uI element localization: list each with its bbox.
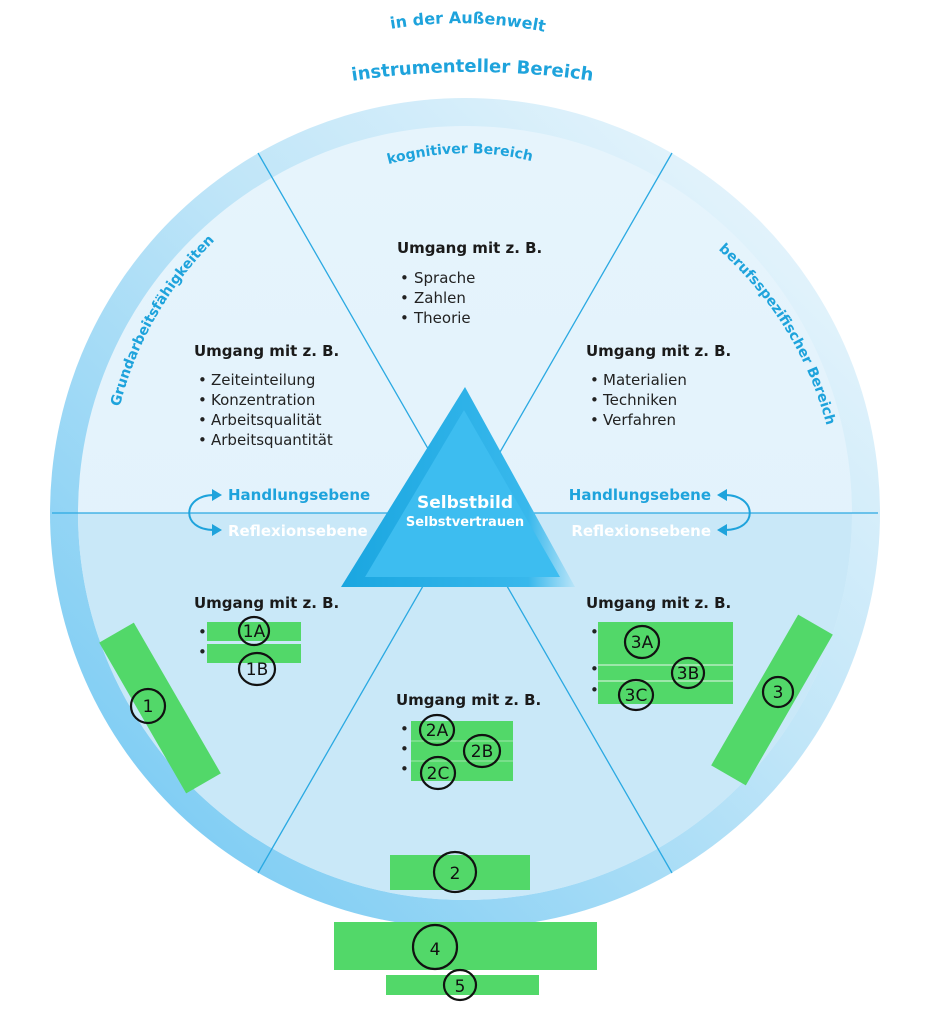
marker-3: 3: [773, 683, 784, 703]
list-bullet: •: [590, 681, 599, 699]
list-bullet: •: [400, 269, 409, 287]
segment-heading: Umgang mit z. B.: [396, 691, 541, 709]
self-image-title: Selbstbild: [417, 493, 513, 513]
list-bullet: •: [400, 760, 409, 778]
list-bullet: •: [198, 431, 207, 449]
list-bullet: •: [400, 289, 409, 307]
marker-circle: [129, 687, 167, 725]
action-level-label: Handlungsebene: [228, 486, 370, 504]
marker-3a: 3A: [631, 633, 654, 653]
list-bullet: •: [590, 371, 599, 389]
list-item: Arbeitsqualität: [211, 411, 322, 429]
redaction-box: [390, 855, 530, 890]
triangle-inner: [365, 410, 560, 577]
levels-right: Handlungsebene Reflexionsebene: [569, 486, 751, 540]
segment-upper-right: Umgang mit z. B. • Materialien • Technik…: [586, 342, 731, 429]
marker-2a: 2A: [426, 721, 449, 741]
self-confidence-subtitle: Selbstvertrauen: [406, 515, 524, 530]
segment-upper-left: Umgang mit z. B. • Zeiteinteilung • Konz…: [194, 342, 339, 449]
marker-1: 1: [143, 697, 154, 717]
ring-redaction-bottom: 2: [390, 850, 530, 894]
arrow-head-icon: [717, 524, 727, 536]
list-bullet: •: [590, 660, 599, 678]
segment-heading: Umgang mit z. B.: [194, 594, 339, 612]
marker-circle: [418, 713, 456, 747]
marker-circle: [432, 850, 478, 894]
action-level-label: Handlungsebene: [569, 486, 711, 504]
list-bullet: •: [198, 411, 207, 429]
redaction-box: [411, 721, 513, 781]
marker-3b: 3B: [677, 664, 699, 684]
segment-heading: Umgang mit z. B.: [194, 342, 339, 360]
list-item: Konzentration: [211, 391, 315, 409]
marker-2c: 2C: [427, 764, 450, 784]
redaction-box: [386, 975, 539, 995]
list-bullet: •: [400, 740, 409, 758]
list-bullet: •: [590, 391, 599, 409]
instrumental-area-label: instrumenteller Bereich: [350, 56, 595, 86]
list-bullet: •: [198, 643, 207, 661]
marker-1a: 1A: [243, 622, 266, 642]
marker-circle: [670, 656, 706, 690]
segment-top: Umgang mit z. B. • Sprache • Zahlen • Th…: [397, 239, 542, 327]
list-bullet: •: [400, 720, 409, 738]
reflection-level-label: Reflexionsebene: [571, 522, 711, 540]
reflection-half: [78, 513, 852, 900]
below-redaction-4: 4: [334, 922, 597, 971]
list-item: Sprache: [414, 269, 475, 287]
redaction-box: [711, 614, 833, 786]
list-item: Verfahren: [603, 411, 676, 429]
list-item: Materialien: [603, 371, 687, 389]
marker-1b: 1B: [246, 660, 268, 680]
segment-heading: Umgang mit z. B.: [586, 594, 731, 612]
marker-circle: [237, 651, 277, 687]
marker-circle: [411, 923, 459, 971]
ring-redaction-left: 1: [99, 622, 221, 794]
marker-circle: [462, 733, 502, 769]
cycle-arrow-icon: [188, 494, 215, 531]
marker-5: 5: [455, 977, 466, 997]
segment-lower-left: Umgang mit z. B. • • 1A 1B: [194, 594, 339, 687]
marker-circle: [623, 624, 661, 660]
list-bullet: •: [400, 309, 409, 327]
segment-bottom: Umgang mit z. B. • • • 2A 2B 2C: [396, 691, 541, 791]
cycle-arrow-icon: [724, 494, 751, 531]
redaction-box: [334, 922, 597, 970]
list-bullet: •: [198, 391, 207, 409]
list-bullet: •: [590, 623, 599, 641]
list-item: Theorie: [413, 309, 471, 327]
marker-circle: [442, 968, 478, 1002]
arrow-head-icon: [212, 524, 222, 536]
list-item: Techniken: [602, 391, 677, 409]
list-item: Zahlen: [414, 289, 466, 307]
marker-2: 2: [450, 864, 461, 884]
list-bullet: •: [590, 411, 599, 429]
levels-left: Handlungsebene Reflexionsebene: [188, 486, 370, 540]
marker-circle: [761, 675, 795, 709]
below-redaction-5: 5: [386, 968, 539, 1002]
self-image-triangle: Selbstbild Selbstvertrauen: [341, 387, 575, 587]
redaction-box: [99, 622, 221, 794]
marker-circle: [419, 755, 457, 791]
ring-redaction-right: 3: [711, 614, 833, 786]
marker-circle: [617, 678, 655, 712]
segment-heading: Umgang mit z. B.: [586, 342, 731, 360]
segment-lower-right: Umgang mit z. B. • • • 3A 3B 3C: [586, 594, 733, 712]
outer-world-label: in der Außenwelt: [389, 8, 548, 36]
list-item: Arbeitsquantität: [211, 431, 333, 449]
list-item: Zeiteinteilung: [211, 371, 315, 389]
segment-heading: Umgang mit z. B.: [397, 239, 542, 257]
marker-2b: 2B: [471, 742, 493, 762]
list-bullet: •: [198, 371, 207, 389]
redaction-box: [207, 622, 301, 641]
arrow-head-icon: [717, 489, 727, 501]
list-bullet: •: [198, 623, 207, 641]
marker-3c: 3C: [625, 686, 648, 706]
marker-circle: [237, 615, 271, 647]
reflection-level-label: Reflexionsebene: [228, 522, 368, 540]
marker-4: 4: [430, 940, 441, 960]
arrow-head-icon: [212, 489, 222, 501]
